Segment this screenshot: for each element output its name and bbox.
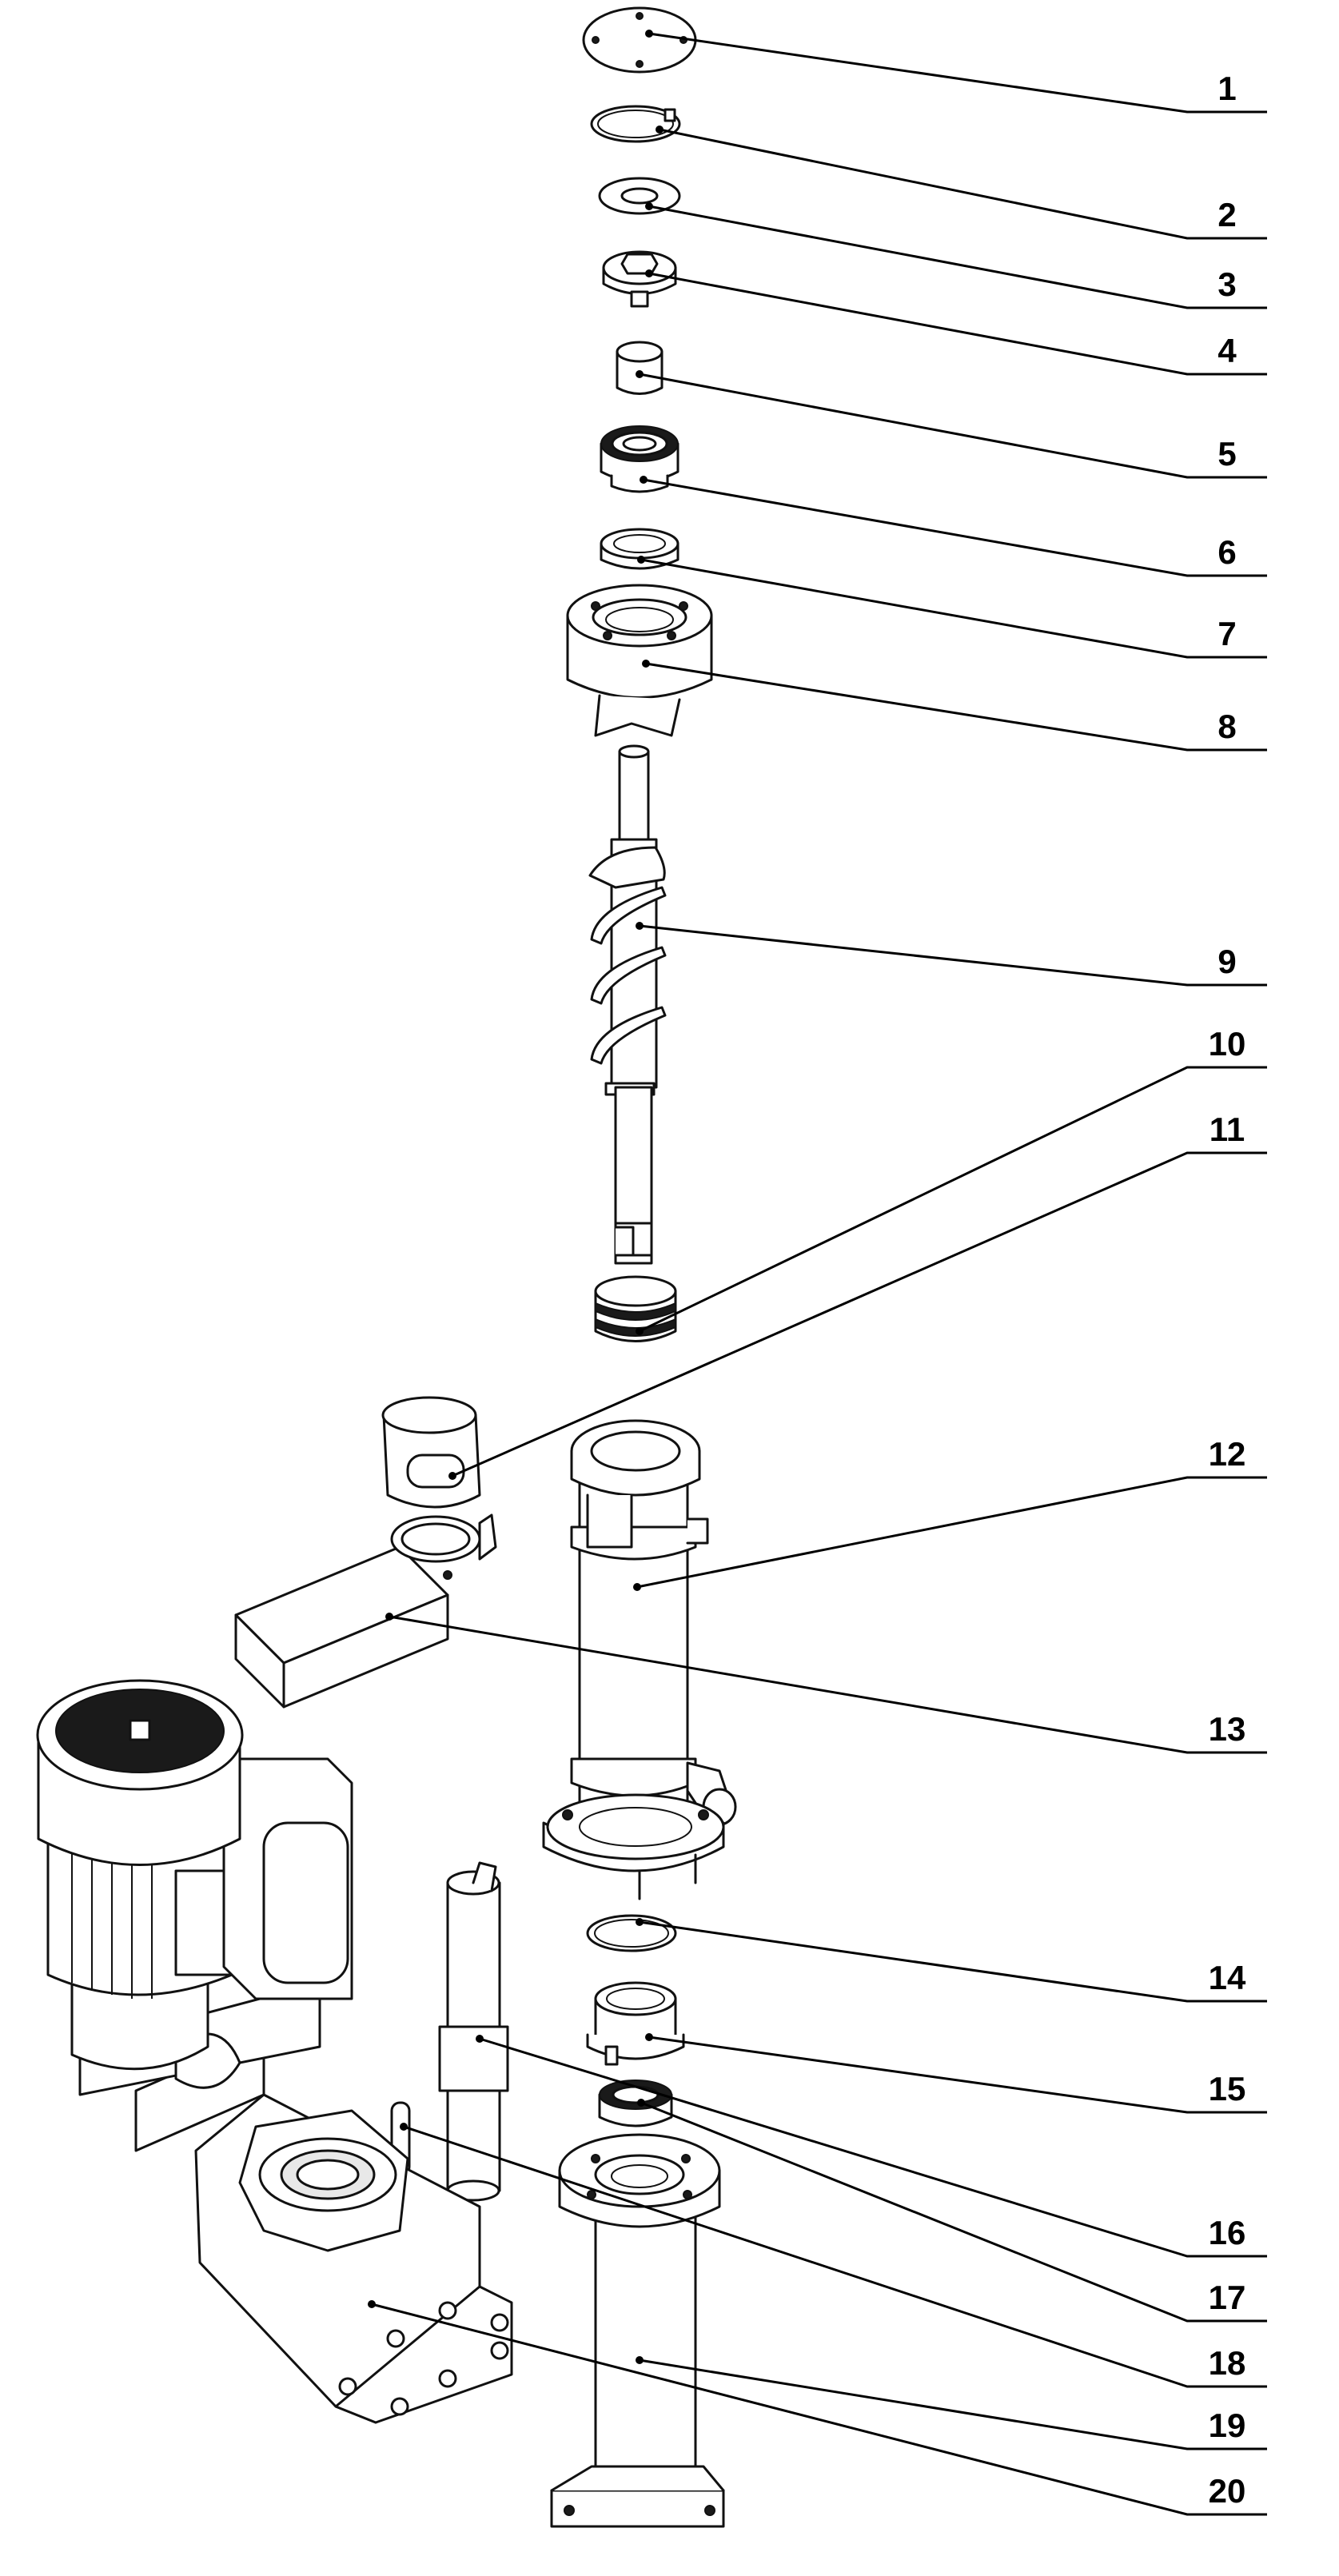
auger-tube-icon bbox=[542, 1419, 737, 1900]
housing-icon bbox=[566, 584, 713, 737]
callout-4: 4 bbox=[1217, 332, 1237, 369]
callout-16: 16 bbox=[1209, 2214, 1246, 2251]
callout-5: 5 bbox=[1217, 435, 1236, 473]
washer-icon bbox=[598, 177, 681, 215]
callout-2: 2 bbox=[1217, 196, 1236, 233]
chute-bracket-icon bbox=[234, 1513, 497, 1709]
bushing-icon bbox=[616, 341, 664, 395]
sleeve-icon bbox=[381, 1396, 481, 1509]
callout-8: 8 bbox=[1217, 708, 1236, 745]
auger-shaft-icon bbox=[588, 744, 667, 1265]
leader-lines bbox=[371, 32, 1267, 2516]
callout-18: 18 bbox=[1209, 2344, 1246, 2382]
callout-19: 19 bbox=[1209, 2407, 1246, 2444]
callout-10: 10 bbox=[1209, 1025, 1246, 1063]
gear-motor-icon bbox=[36, 1679, 513, 2424]
cover-plate-icon bbox=[582, 6, 697, 74]
callout-6: 6 bbox=[1217, 533, 1236, 571]
base-column-icon bbox=[550, 2133, 725, 2528]
callout-3: 3 bbox=[1217, 265, 1236, 303]
callout-11: 11 bbox=[1209, 1111, 1245, 1148]
callout-20: 20 bbox=[1209, 2472, 1246, 2510]
mechanical-seal-icon bbox=[594, 1275, 677, 1342]
callout-17: 17 bbox=[1209, 2279, 1246, 2316]
o-ring-icon bbox=[586, 1914, 677, 1952]
bolt-head-icon bbox=[602, 250, 677, 308]
callout-14: 14 bbox=[1209, 1959, 1246, 1996]
flange-bushing-icon bbox=[586, 1981, 685, 2066]
bearing-icon bbox=[600, 425, 679, 493]
callout-12: 12 bbox=[1209, 1435, 1246, 1473]
callout-13: 13 bbox=[1209, 1710, 1246, 1748]
seal-ring-icon bbox=[600, 528, 679, 570]
leader-anchors bbox=[368, 30, 664, 2364]
callout-7: 7 bbox=[1217, 615, 1236, 652]
callout-15: 15 bbox=[1209, 2070, 1246, 2107]
circlip-icon bbox=[590, 105, 681, 143]
callout-labels: 1 2 3 4 5 6 7 8 9 10 11 12 13 14 15 16 1… bbox=[1209, 70, 1246, 2510]
callout-9: 9 bbox=[1217, 943, 1236, 980]
callout-1: 1 bbox=[1217, 70, 1236, 107]
